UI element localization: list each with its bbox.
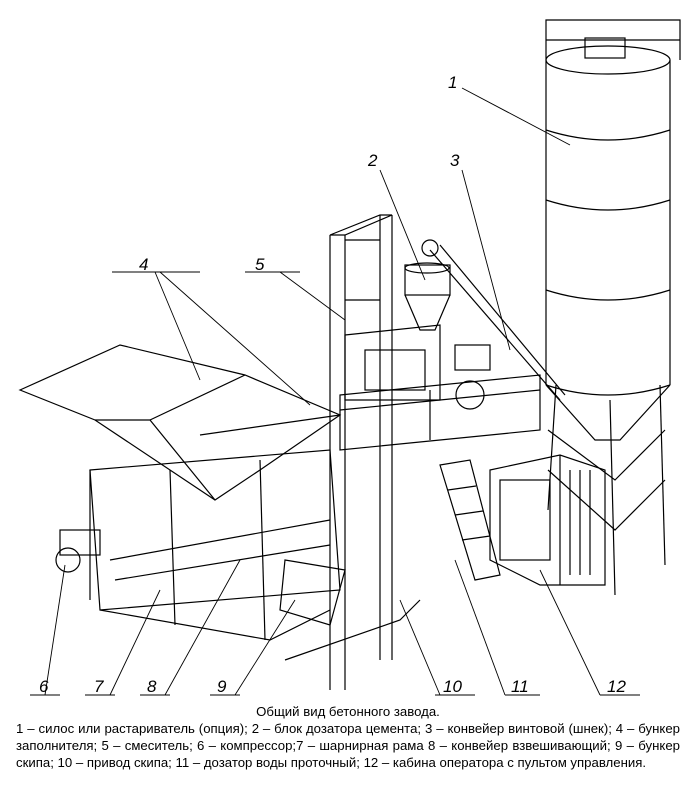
- silo: [545, 19, 681, 596]
- label-2: 2: [367, 151, 378, 170]
- label-7: 7: [94, 677, 104, 696]
- frame: [89, 449, 341, 641]
- label-8: 8: [147, 677, 157, 696]
- platform: [339, 374, 541, 581]
- skip: [279, 559, 421, 661]
- label-1: 1: [448, 73, 457, 92]
- caption-body: 1 – силос или растариватель (опция); 2 –…: [16, 721, 680, 770]
- operator-cabin: [489, 454, 606, 586]
- screw-conveyor: [421, 239, 566, 401]
- figure-caption: Общий вид бетонного завода. 1 – силос ил…: [16, 703, 680, 771]
- label-11: 11: [511, 677, 529, 696]
- cement-doser: [404, 262, 451, 331]
- label-5: 5: [255, 255, 265, 274]
- label-9: 9: [217, 677, 227, 696]
- concrete-plant-drawing: 1 2 3 4 5 6 7 8 9 10 11 12: [18, 19, 681, 696]
- leader-lines: [30, 87, 640, 696]
- label-4: 4: [139, 255, 148, 274]
- label-10: 10: [443, 677, 462, 696]
- compressor: [55, 529, 101, 573]
- label-3: 3: [450, 151, 460, 170]
- label-6: 6: [39, 677, 49, 696]
- aggregate-hopper: [18, 344, 342, 501]
- label-12: 12: [607, 677, 626, 696]
- tower: [329, 214, 393, 690]
- part-labels: 1 2 3 4 5 6 7 8 9 10 11 12: [39, 73, 626, 696]
- mixer: [344, 324, 491, 410]
- caption-title: Общий вид бетонного завода.: [256, 704, 440, 719]
